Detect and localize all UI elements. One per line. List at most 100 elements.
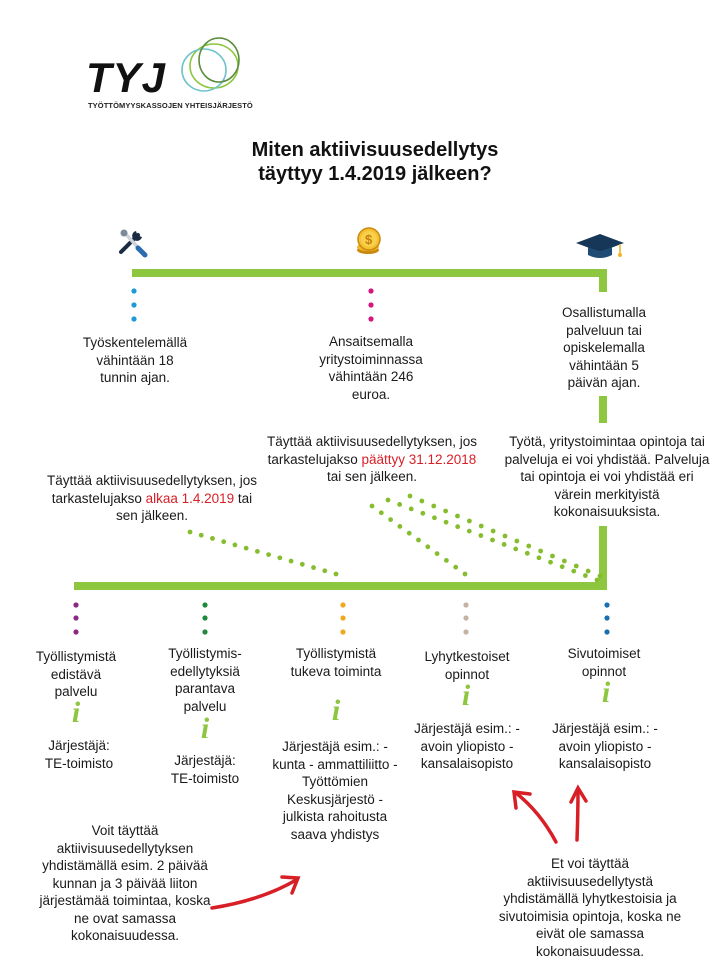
- diagonal-dot: [550, 553, 555, 559]
- diagonal-dot: [453, 564, 459, 570]
- service-dot-1: [73, 602, 79, 608]
- top-option-dot-1: [131, 302, 137, 308]
- diagonal-dot: [490, 537, 495, 543]
- diagonal-dot: [455, 513, 460, 519]
- diagonal-dot: [444, 558, 449, 563]
- diagonal-dot: [455, 524, 461, 530]
- arrow-head: [569, 784, 588, 804]
- diagonal-dot: [466, 528, 472, 534]
- option-work: Työskentelemällä vähintään 18 tunnin aja…: [82, 335, 188, 385]
- diagonal-dot: [538, 548, 544, 554]
- arrow-up: [575, 788, 580, 842]
- diagonal-dot: [397, 524, 403, 529]
- diagonal-dot: [388, 517, 393, 522]
- diagonal-dot: [407, 493, 413, 499]
- diagonal-dot: [322, 568, 328, 574]
- logo-rings: [181, 37, 240, 92]
- top-option-dot-2: [368, 316, 374, 322]
- logo-wordmark: TYJ: [86, 54, 167, 101]
- diagonal-dot: [431, 503, 437, 509]
- info-icons: i i i i i: [72, 676, 611, 745]
- title-line-1: Miten aktiivisuusedellytys: [251, 139, 499, 161]
- diagonal-dot: [266, 552, 272, 558]
- connector-lines: [74, 269, 607, 590]
- service-dot-5: [604, 629, 610, 635]
- diagonal-dot: [462, 571, 468, 577]
- service-organizer-1: Järjestäjä: TE-toimisto: [44, 738, 114, 771]
- diagonal-dot: [513, 546, 519, 552]
- coins-icon: $: [357, 227, 381, 254]
- diagonal-dot: [571, 568, 577, 574]
- service-dot-3: [340, 602, 346, 608]
- service-title-4: Lyhytkestoiset opinnot: [424, 649, 510, 682]
- option-business: Ansaitsemalla yritystoiminnassa vähintää…: [319, 334, 423, 402]
- note-cannot-combine: Et voi täyttää aktiivisuusedellytystä yh…: [498, 856, 682, 959]
- note-text: Täyttää aktiivisuusedellytyksen, jos tar…: [46, 473, 258, 506]
- arrow-up-left: [514, 791, 558, 844]
- diagonal-dot: [443, 519, 449, 525]
- page-title: Miten aktiivisuusedellytys täyttyy 1.4.2…: [180, 138, 570, 186]
- option-services: Osallistumalla palveluun tai opiskelemal…: [561, 305, 647, 390]
- diagonal-dot: [420, 510, 426, 516]
- top-option-dot-1: [131, 288, 137, 294]
- diagonal-dot: [466, 518, 472, 524]
- diagonal-dot: [559, 564, 565, 570]
- tools-icon: [119, 229, 148, 258]
- note-no-combine: Työtä, yritystoimintaa opintoja tai palv…: [504, 434, 710, 519]
- diagonal-dot: [288, 558, 294, 564]
- diagonal-dot: [536, 555, 542, 561]
- diagonal-dot: [432, 515, 437, 521]
- diagonal-dot: [573, 563, 579, 569]
- note-period-starts: Täyttää aktiivisuusedellytyksen, jos tar…: [40, 472, 264, 525]
- info-icon: i: [602, 676, 611, 709]
- service-dot-2: [202, 615, 208, 621]
- info-icon: i: [462, 679, 471, 712]
- diagonal-dot: [397, 502, 403, 507]
- diagonal-dot: [594, 577, 600, 583]
- info-icon: i: [201, 712, 210, 745]
- info-icon: i: [332, 694, 341, 727]
- service-title-5: Sivutoimiset opinnot: [567, 646, 641, 679]
- note-period-ends: Täyttää aktiivisuusedellytyksen, jos tar…: [262, 433, 482, 486]
- diagonal-dot: [490, 528, 496, 534]
- diagonal-dot: [333, 571, 339, 577]
- diagonal-dot: [187, 529, 193, 535]
- diagonal-dot: [443, 508, 449, 514]
- diagonal-dot: [501, 542, 507, 547]
- red-arrows: [210, 784, 588, 910]
- arrow-right-up: [210, 878, 298, 910]
- logo-tagline: TYÖTTÖMYYSKASSOJEN YHTEISJÄRJESTÖ: [88, 101, 253, 110]
- diagonal-dot: [597, 573, 603, 579]
- top-option-dot-2: [368, 288, 374, 294]
- service-dot-2: [202, 629, 208, 635]
- diagonal-dot: [221, 539, 227, 545]
- graduation-cap-icon: [576, 234, 624, 258]
- diagonal-dot: [478, 523, 484, 529]
- service-title-1: Työllistymistä edistävä palvelu: [35, 649, 117, 699]
- service-dot-4: [463, 602, 469, 608]
- diagonal-dot: [419, 498, 425, 504]
- diagonal-dot: [502, 533, 508, 539]
- service-dot-5: [604, 615, 610, 621]
- diagonal-dot: [416, 537, 421, 543]
- diagonal-dot: [311, 565, 316, 570]
- diagonal-dot: [514, 538, 520, 544]
- svg-text:$: $: [365, 232, 373, 247]
- diagonal-dot: [198, 532, 204, 538]
- diagonal-dot: [582, 573, 588, 578]
- diagonal-dot: [277, 555, 283, 561]
- service-dot-1: [73, 615, 79, 621]
- top-option-dot-1: [131, 316, 137, 322]
- service-title-3: Työllistymistä tukeva toiminta: [290, 646, 382, 679]
- info-icon: i: [72, 696, 81, 729]
- arrow-head: [280, 875, 301, 895]
- service-dot-5: [604, 602, 610, 608]
- service-title-2: Työllistymis-edellytyksiä parantava palv…: [168, 646, 242, 714]
- diagonal-dot: [478, 533, 484, 538]
- diagonal-dot: [408, 506, 414, 512]
- service-dot-4: [463, 629, 469, 635]
- note-can-combine: Voit täyttää aktiivisuusedellytyksen yhd…: [39, 823, 211, 943]
- note-highlight: päättyy 31.12.2018: [361, 451, 477, 467]
- diagonal-dot: [254, 548, 260, 554]
